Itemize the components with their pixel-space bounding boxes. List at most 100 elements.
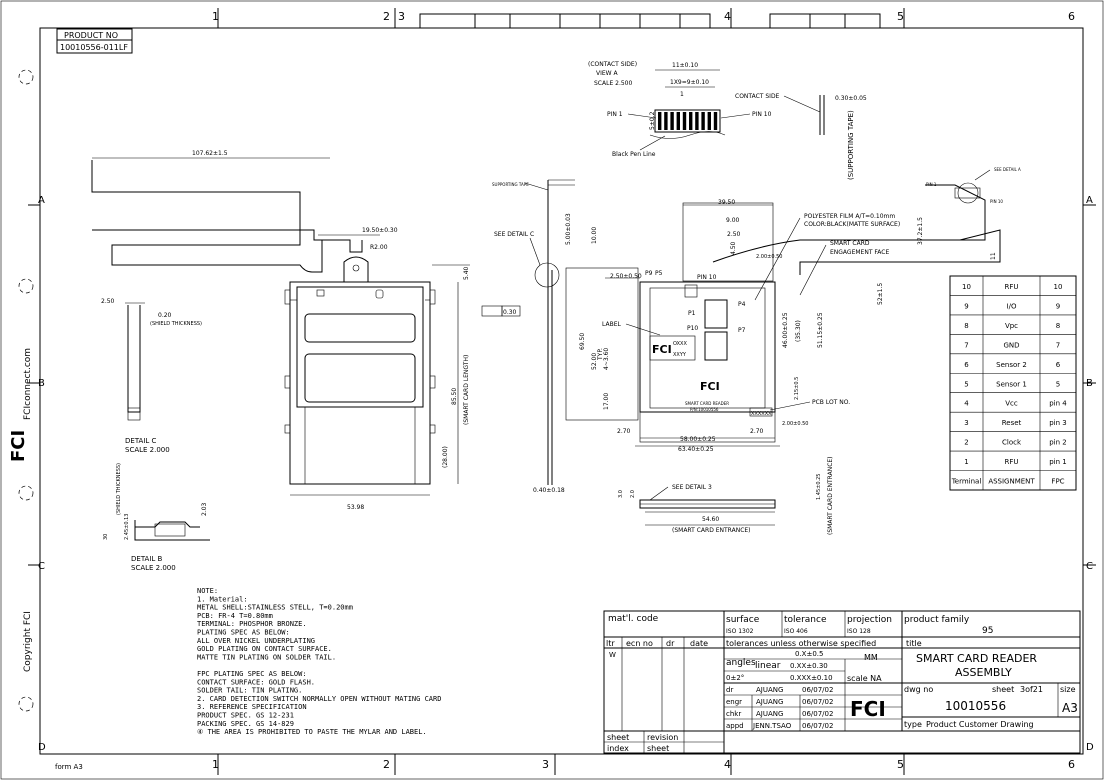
note-line: PRODUCT SPEC. GS 12-231 (197, 712, 294, 720)
pin-table-cell: 7 (1056, 341, 1060, 349)
svg-text:LABEL: LABEL (602, 321, 621, 328)
svg-text:63.40±0.25: 63.40±0.25 (678, 446, 714, 453)
svg-text:06/07/02: 06/07/02 (802, 710, 833, 718)
svg-text:5.40: 5.40 (463, 266, 470, 280)
pin-table-cell: 5 (964, 380, 968, 388)
svg-text:chkr: chkr (726, 710, 741, 718)
pin-table-cell: GND (1003, 341, 1019, 349)
svg-text:VIEW A: VIEW A (596, 70, 619, 77)
svg-text:A: A (1086, 195, 1093, 206)
svg-text:SCALE 2.000: SCALE 2.000 (131, 564, 176, 572)
svg-text:PCB LOT NO.: PCB LOT NO. (812, 399, 850, 406)
svg-text:XXXXXX: XXXXXX (751, 411, 772, 417)
svg-text:51.15±0.25: 51.15±0.25 (817, 312, 824, 348)
svg-text:10010556: 10010556 (945, 699, 1006, 713)
svg-text:sheet: sheet (607, 733, 629, 742)
svg-text:2.70: 2.70 (750, 428, 764, 435)
product-no-box: PRODUCT NO 10010556-011LF (56, 28, 133, 54)
col-label: 6 (1068, 10, 1075, 23)
pin-table-cell: Vpc (1005, 322, 1018, 330)
right-pin-detail: PIN 1 PIN 10 SEE DETAIL A (926, 167, 1021, 204)
left-shell-view: 107.62±1.5 19.50±0.30 R2.00 53.98 85.50 … (91, 150, 470, 511)
svg-text:1: 1 (680, 91, 684, 98)
svg-text:52.00: 52.00 (591, 353, 598, 370)
pin-table-cell: Reset (1002, 419, 1022, 427)
pin-table-cell: 8 (1056, 322, 1060, 330)
pin-table-cell: 6 (964, 361, 969, 369)
title-block: mat'l. code surface ISO 1302 tolerance I… (603, 610, 1081, 754)
svg-text:PIN 1: PIN 1 (926, 182, 937, 187)
pin-table-cell: 7 (964, 341, 968, 349)
pin-table-cell: Terminal (951, 478, 982, 486)
pin-table-cell: RFU (1004, 458, 1018, 466)
svg-text:2.00±0.50: 2.00±0.50 (756, 254, 782, 260)
svg-text:SUPPORTING TAPE: SUPPORTING TAPE (492, 182, 529, 187)
svg-text:0.40±0.18: 0.40±0.18 (533, 487, 565, 494)
svg-text:1X9=9±0.10: 1X9=9±0.10 (670, 79, 709, 86)
svg-text:mat'l. code: mat'l. code (608, 614, 659, 624)
svg-text:dwg no: dwg no (904, 685, 933, 694)
svg-text:2.50±0.50: 2.50±0.50 (610, 273, 642, 280)
svg-text:30: 30 (103, 534, 109, 540)
note-line: PCB: FR-4 T=0.80mm (197, 612, 273, 620)
svg-text:4~3.60: 4~3.60 (603, 348, 610, 370)
side-zone-markers: A B C D A B C D FCIconnect.com Copyright… (8, 69, 1096, 753)
svg-text:P9: P9 (645, 270, 653, 277)
svg-text:(SHIELD THICKNESS): (SHIELD THICKNESS) (150, 321, 202, 327)
pin-table-cell: ASSIGNMENT (988, 478, 1035, 486)
svg-text:1: 1 (212, 758, 219, 771)
svg-text:sheet: sheet (992, 685, 1014, 694)
note-line: 1. Material: (197, 595, 248, 603)
pin-table-cell: pin 1 (1049, 458, 1067, 466)
svg-text:06/07/02: 06/07/02 (802, 698, 833, 706)
svg-text:dr: dr (726, 686, 733, 694)
svg-text:D: D (1086, 742, 1094, 753)
svg-text:6: 6 (1068, 758, 1075, 771)
svg-text:Black Pen Line: Black Pen Line (612, 151, 656, 158)
svg-text:engr: engr (726, 698, 742, 706)
svg-text:0.XXX±0.10: 0.XXX±0.10 (790, 674, 833, 682)
svg-text:revision: revision (647, 733, 678, 742)
svg-text:06/07/02: 06/07/02 (802, 686, 833, 694)
svg-text:C: C (1086, 561, 1093, 572)
col-label: 3 (398, 10, 405, 23)
svg-text:POLYESTER FILM A/T=0.10mm: POLYESTER FILM A/T=0.10mm (804, 213, 895, 220)
pin-table-cell: I/O (1007, 302, 1017, 310)
svg-text:ENGAGEMENT FACE: ENGAGEMENT FACE (830, 249, 889, 256)
label-logo: FCI (652, 343, 672, 356)
pin-table-cell: Sensor 1 (996, 380, 1027, 388)
svg-text:2.50: 2.50 (101, 298, 115, 305)
detail-c: 2.50 0.20 (SHIELD THICKNESS) DETAIL C SC… (101, 298, 202, 454)
svg-text:XXYY: XXYY (673, 352, 687, 358)
svg-text:CONTACT SIDE: CONTACT SIDE (735, 93, 780, 100)
col-label: 2 (383, 10, 390, 23)
svg-text:PIN 1: PIN 1 (607, 111, 623, 118)
svg-text:projection: projection (847, 615, 892, 625)
svg-text:W: W (609, 651, 616, 659)
svg-text:17.00: 17.00 (603, 393, 610, 410)
svg-text:Product Customer Drawing: Product Customer Drawing (926, 720, 1034, 729)
svg-text:0.30±0.05: 0.30±0.05 (835, 95, 867, 102)
svg-text:69.50: 69.50 (579, 333, 586, 350)
svg-text:2.45±0.13: 2.45±0.13 (124, 514, 130, 540)
svg-text:D: D (38, 742, 46, 753)
svg-text:1.45±0.25: 1.45±0.25 (816, 474, 822, 500)
bottom-edge-view: 3.0 2.0 SEE DETAIL 3 54.60 (SMART CARD E… (618, 456, 834, 535)
pin-table-cell: pin 4 (1049, 400, 1067, 408)
col-label: 5 (897, 10, 904, 23)
svg-text:ISO 406: ISO 406 (784, 628, 808, 635)
svg-text:ISO 128: ISO 128 (847, 628, 871, 635)
svg-text:ASSEMBLY: ASSEMBLY (955, 666, 1012, 679)
svg-text:TYP.: TYP. (597, 348, 604, 361)
svg-text:angles: angles (726, 658, 756, 668)
svg-text:DETAIL B: DETAIL B (131, 555, 163, 563)
note-line: MATTE TIN PLATING ON SOLDER TAIL. (197, 653, 336, 661)
svg-text:3of21: 3of21 (1020, 685, 1043, 694)
pin-table-cell: 8 (964, 322, 968, 330)
svg-text:PIN 10: PIN 10 (990, 199, 1003, 204)
svg-text:SMART CARD READER: SMART CARD READER (916, 652, 1037, 665)
svg-text:SMART CARD READER: SMART CARD READER (685, 401, 729, 406)
svg-text:ltr: ltr (606, 639, 615, 648)
svg-text:P10: P10 (687, 325, 698, 332)
